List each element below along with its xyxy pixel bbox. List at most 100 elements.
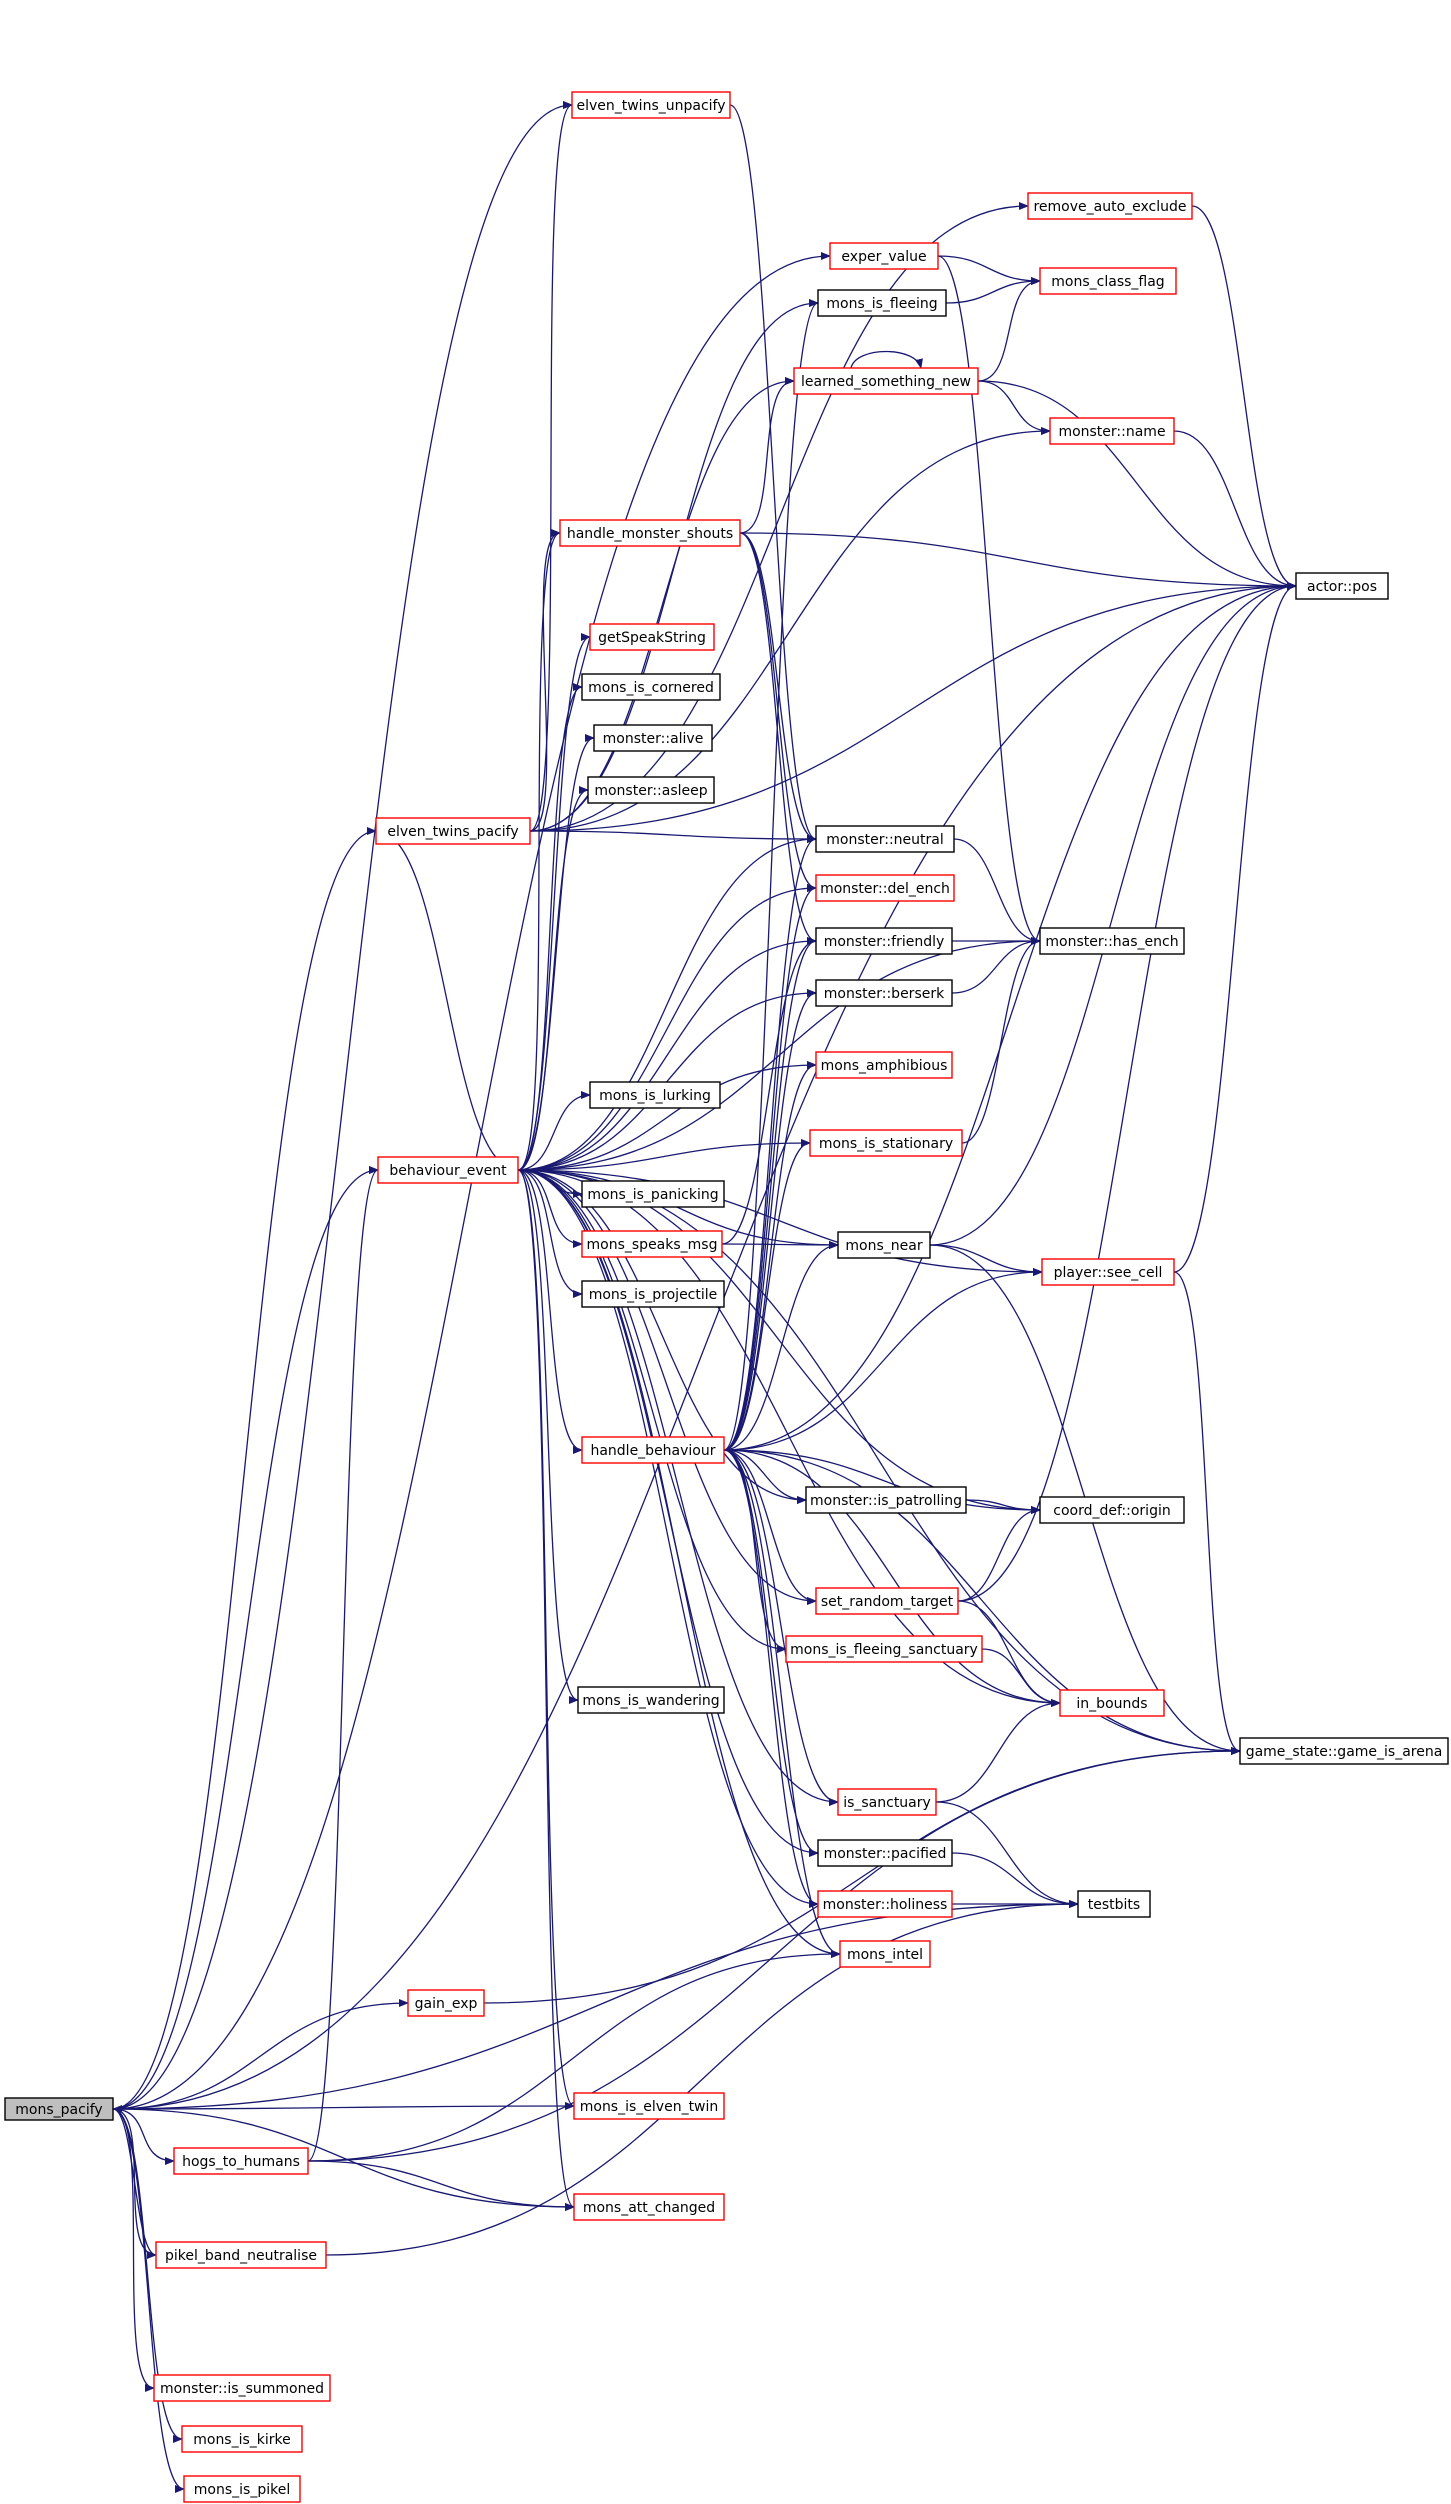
node-mons-is-stationary[interactable]: mons_is_stationary (809, 1129, 963, 1157)
node-box (785, 1635, 983, 1663)
node-box (1041, 1258, 1175, 1286)
node-label: mons_is_lurking (599, 1088, 711, 1104)
node-mons-is-kirke[interactable]: mons_is_kirke (181, 2425, 303, 2453)
edge-handle_behaviour-to-mons_amphibious (723, 1061, 817, 1451)
node-box (1059, 1689, 1165, 1717)
node-is-sanctuary[interactable]: is_sanctuary (837, 1788, 937, 1816)
node-handle-monster-shouts[interactable]: handle_monster_shouts (559, 519, 741, 547)
node-in-bounds[interactable]: in_bounds (1059, 1689, 1165, 1717)
node-label: pikel_band_neutralise (165, 2248, 317, 2264)
node-label: mons_near (845, 1238, 922, 1254)
node-mons-is-pikel[interactable]: mons_is_pikel (183, 2475, 301, 2503)
node-label: player::see_cell (1054, 1265, 1163, 1281)
edge-mons_is_stationary-to-monster_has_ench (961, 937, 1041, 1144)
edge-behaviour_event-to-monster_friendly (517, 937, 817, 1171)
node-mons-is-cornered: mons_is_cornered (581, 673, 721, 701)
node-player-see-cell[interactable]: player::see_cell (1041, 1258, 1175, 1286)
node-box (817, 1839, 953, 1867)
node-elven-twins-unpacify[interactable]: elven_twins_unpacify (571, 91, 731, 119)
node-box (375, 817, 531, 845)
node-label: elven_twins_unpacify (576, 98, 725, 114)
edge-set_random_target-to-actor_pos (957, 582, 1297, 1602)
edge-behaviour_event-to-mons_is_projectile (517, 1169, 583, 1298)
node-learned-something-new[interactable]: learned_something_new (793, 367, 979, 395)
node-label: hogs_to_humans (182, 2154, 300, 2170)
node-gain-exp[interactable]: gain_exp (407, 1989, 485, 2017)
node-exper-value[interactable]: exper_value (829, 242, 939, 270)
edge-behaviour_event-to-mons_is_lurking (517, 1091, 591, 1171)
edge-learned_something_new-to-monster_name (977, 380, 1051, 435)
node-label: mons_is_fleeing (826, 296, 937, 312)
node-label: monster::friendly (824, 934, 945, 950)
node-box (173, 2147, 309, 2175)
node-mons-is-elven-twin[interactable]: mons_is_elven_twin (573, 2092, 725, 2120)
edge-behaviour_event-to-player_see_cell (517, 1169, 1043, 1276)
edge-elven_twins_unpacify-to-monster_neutral (729, 104, 817, 843)
node-mons-intel[interactable]: mons_intel (839, 1940, 931, 1968)
edge-elven_twins_pacify-to-behaviour_event (375, 830, 519, 1174)
node-mons-is-fleeing-sanctuary[interactable]: mons_is_fleeing_sanctuary (785, 1635, 983, 1663)
edge-handle_behaviour-to-monster_berserk (723, 989, 817, 1451)
edge-player_see_cell-to-game_state_game_is_arena (1173, 1271, 1241, 1755)
node-label: mons_class_flag (1051, 274, 1164, 290)
edge-hogs_to_humans-to-mons_att_changed (307, 2160, 575, 2211)
node-elven-twins-pacify[interactable]: elven_twins_pacify (375, 817, 531, 845)
node-remove-auto-exclude[interactable]: remove_auto_exclude (1027, 192, 1193, 220)
node-behaviour-event[interactable]: behaviour_event (377, 1156, 519, 1184)
edge-mons_pacify-to-mons_is_pikel (112, 2108, 185, 2493)
node-pikel-band-neutralise[interactable]: pikel_band_neutralise (155, 2241, 327, 2269)
edge-handle_behaviour-to-mons_near (723, 1241, 839, 1451)
node-label: exper_value (841, 249, 926, 265)
edge-behaviour_event-to-monster_holiness (517, 1169, 819, 1908)
node-box (1039, 927, 1185, 955)
edge-handle_behaviour-to-monster_neutral (723, 835, 817, 1451)
node-label: is_sanctuary (843, 1795, 931, 1811)
node-mons-speaks-msg[interactable]: mons_speaks_msg (581, 1230, 723, 1258)
edge-handle_behaviour-to-player_see_cell (723, 1268, 1043, 1451)
node-label: monster::asleep (594, 783, 707, 799)
edge-pikel_band_neutralise-to-testbits (325, 1900, 1079, 2256)
node-label: learned_something_new (801, 374, 971, 390)
node-mons-amphibious[interactable]: mons_amphibious (815, 1051, 953, 1079)
node-label: set_random_target (821, 1594, 954, 1610)
node-mons-att-changed[interactable]: mons_att_changed (573, 2193, 725, 2221)
node-box (815, 874, 955, 902)
node-handle-behaviour[interactable]: handle_behaviour (581, 1436, 725, 1464)
node-label: handle_monster_shouts (567, 526, 733, 542)
node-mons-class-flag[interactable]: mons_class_flag (1039, 267, 1177, 295)
edge-mons_pacify-to-mons_is_kirke (112, 2108, 183, 2443)
node-box (1039, 267, 1177, 295)
edge-handle_behaviour-to-actor_pos (723, 582, 1297, 1451)
node-monster-holiness[interactable]: monster::holiness (817, 1890, 953, 1918)
node-monster-is-summoned[interactable]: monster::is_summoned (153, 2374, 331, 2402)
node-getSpeakString[interactable]: getSpeakString (589, 623, 715, 651)
edge-handle_behaviour-to-mons_is_stationary (723, 1139, 811, 1451)
edge-learned_something_new-to-mons_class_flag (977, 277, 1041, 382)
edge-monster_is_patrolling-to-coord_def_origin (965, 1499, 1041, 1514)
node-box (581, 1180, 725, 1208)
node-label: getSpeakString (598, 630, 706, 646)
edge-mons_is_fleeing_sanctuary-to-in_bounds (981, 1648, 1061, 1707)
node-label: game_state::game_is_arena (1246, 1744, 1443, 1760)
edge-handle_monster_shouts-to-monster_neutral (739, 532, 817, 843)
edge-behaviour_event-to-monster_is_patrolling (517, 1169, 807, 1504)
edge-behaviour_event-to-mons_speaks_msg (517, 1169, 583, 1248)
edge-behaviour_event-to-is_sanctuary (517, 1169, 839, 1806)
node-monster-friendly: monster::friendly (815, 927, 953, 955)
nodes-layer: mons_pacifyelven_twins_unpacifyexper_val… (4, 91, 1449, 2503)
node-set-random-target[interactable]: set_random_target (815, 1587, 959, 1615)
node-label: mons_is_fleeing_sanctuary (790, 1642, 978, 1658)
edge-handle_behaviour-to-set_random_target (723, 1449, 817, 1605)
node-hogs-to-humans[interactable]: hogs_to_humans (173, 2147, 309, 2175)
node-monster-del-ench[interactable]: monster::del_ench (815, 874, 955, 902)
node-box (809, 1129, 963, 1157)
node-label: monster::neutral (826, 832, 944, 848)
node-box (181, 2425, 303, 2453)
edge-mons_pacify-to-actor_pos (112, 582, 1297, 2110)
edge-set_random_target-to-coord_def_origin (957, 1506, 1041, 1602)
node-box (593, 724, 713, 752)
edge-elven_twins_pacify-to-actor_pos (529, 582, 1297, 832)
node-coord-def-origin: coord_def::origin (1039, 1496, 1185, 1524)
node-box (581, 1436, 725, 1464)
node-monster-name[interactable]: monster::name (1049, 417, 1175, 445)
